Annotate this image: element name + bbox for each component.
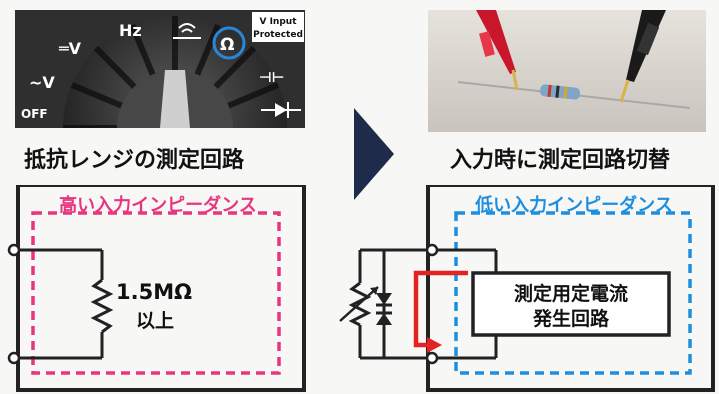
protected-badge-line1: V Input xyxy=(259,17,297,27)
diode-icon xyxy=(261,102,301,118)
dial-label-hz: Hz xyxy=(119,21,142,40)
dial-label-ohm: Ω xyxy=(220,35,234,55)
variable-resistor-arrow xyxy=(339,286,379,322)
constant-current-line2: 発生回路 xyxy=(532,307,610,330)
probe-measurement-photo xyxy=(428,10,706,132)
low-impedance-title: 低い入力インピーダンス xyxy=(474,194,673,216)
transition-arrow-icon xyxy=(354,108,394,200)
low-impedance-boundary xyxy=(454,211,692,375)
variable-resistor-symbol xyxy=(348,281,372,327)
protected-badge xyxy=(252,12,304,42)
meter-outline xyxy=(426,185,715,392)
heading-input-switching: 入力時に測定回路切替 xyxy=(450,148,671,173)
terminal-bottom xyxy=(7,351,21,365)
dial-label-capacitance: ⊣⊢ xyxy=(259,70,285,86)
black-probe xyxy=(619,10,666,103)
terminal-top xyxy=(425,243,439,257)
continuity-icon xyxy=(173,23,201,39)
protected-badge-line2: Protected xyxy=(253,30,303,40)
resistor-component xyxy=(539,84,581,100)
switching-arrow-icon xyxy=(427,337,442,353)
constant-current-box xyxy=(471,271,671,337)
dial-label-dcv: ═V xyxy=(58,39,82,58)
dial-pointer xyxy=(160,70,190,128)
diode-symbol-lower xyxy=(376,313,392,325)
multimeter-dial-photo: ~V ═V Hz Ω ⊣⊢ OFF V Input Protected xyxy=(15,10,305,128)
meter-outline xyxy=(16,185,306,392)
resistor-symbol xyxy=(90,278,114,334)
low-impedance-diagram: 低い入力インピーダンス 測定用定電流 発生回路 xyxy=(339,185,715,392)
high-impedance-diagram: 高い入力インピーダンス 1.5MΩ 以上 xyxy=(7,185,306,392)
high-impedance-title: 高い入力インピーダンス xyxy=(59,194,257,216)
terminal-bottom xyxy=(425,351,439,365)
resistor-value-suffix: 以上 xyxy=(136,310,174,332)
dial-label-acv: ~V xyxy=(29,73,55,92)
switching-path xyxy=(413,270,468,348)
high-impedance-boundary xyxy=(31,211,281,375)
dial-label-off: OFF xyxy=(21,107,48,121)
heading-resistance-range-circuit: 抵抗レンジの測定回路 xyxy=(24,148,245,173)
terminal-top xyxy=(7,243,21,257)
red-probe xyxy=(476,10,519,91)
constant-current-line1: 測定用定電流 xyxy=(514,282,628,305)
ohm-highlight-ring xyxy=(212,26,246,60)
diode-symbol-upper xyxy=(376,293,392,305)
resistor-value: 1.5MΩ xyxy=(116,280,192,304)
